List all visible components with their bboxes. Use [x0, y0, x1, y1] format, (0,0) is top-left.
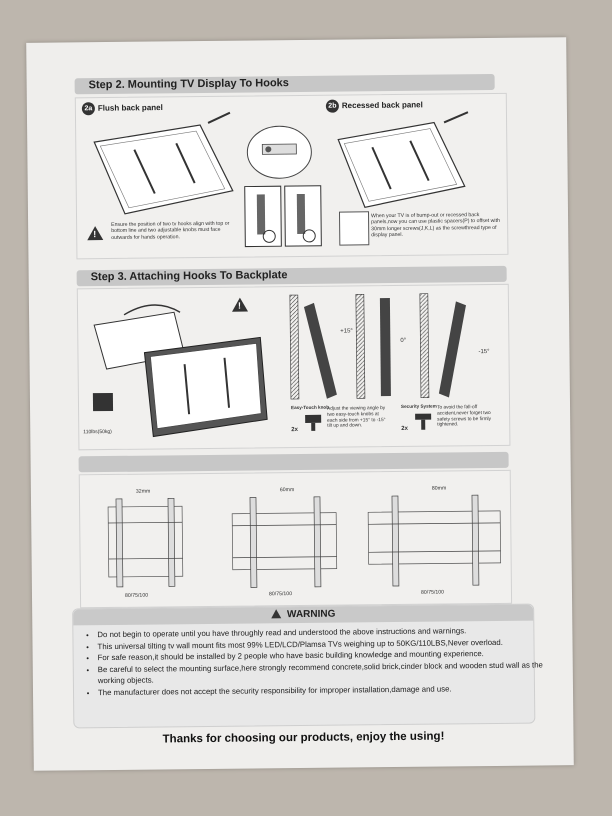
dim2-bottom: 80/75/100 [269, 591, 292, 598]
dim3-bottom: 80/75/100 [421, 590, 444, 597]
caution-icon-step3 [232, 298, 248, 312]
spacer-icon [339, 211, 369, 245]
dim1-top: 32mm [136, 489, 150, 496]
hook-alignment-illustration [243, 184, 324, 251]
knob-detail-illustration [244, 122, 315, 183]
warning-list: Do not begin to operate until you have t… [83, 624, 544, 698]
dimension-drawing-large [362, 485, 513, 597]
security-text: To avoid the fall-off accident,never for… [437, 405, 501, 429]
security-label: Security System [401, 404, 437, 411]
knob-icon [303, 413, 323, 433]
dimension-drawing-medium [220, 486, 351, 597]
step3-title: Step 3. Attaching Hooks To Backplate [91, 269, 288, 283]
warning-box: WARNING Do not begin to operate until yo… [72, 604, 535, 729]
dim2-top: 60mm [280, 487, 294, 494]
warning-title: WARNING [287, 609, 335, 621]
dim3-top: 80mm [432, 485, 446, 492]
security-qty: 2x [401, 426, 408, 432]
flush-note: Ensure the position of two tv hooks alig… [111, 221, 235, 242]
easy-touch-qty: 2x [291, 427, 298, 433]
screw-icon [413, 412, 433, 432]
angle-zero-label: 0° [400, 338, 406, 344]
weight-limit-label: 110lbs(50kg) [83, 429, 112, 436]
step3-panel: 110lbs(50kg) +15° 0° -15° Easy-Touch kno… [77, 284, 511, 451]
warning-icon [271, 609, 281, 618]
tilt-up-illustration [288, 294, 349, 405]
dimensions-header [79, 452, 509, 473]
step2-title: Step 2. Mounting TV Display To Hooks [89, 77, 289, 91]
easy-touch-text: Adjust the viewing angle by two easy-tou… [327, 406, 387, 430]
recessed-note: When your TV is of bump-out or recessed … [371, 212, 501, 239]
dimension-drawing-small [88, 488, 199, 599]
step-2b-badge: 2b [326, 100, 339, 113]
step3-header: Step 3. Attaching Hooks To Backplate [77, 266, 507, 287]
thanks-message: Thanks for choosing our products, enjoy … [33, 729, 573, 747]
warning-header: WARNING [73, 605, 533, 626]
dimensions-panel: 32mm 80/75/100 60mm 80/75/100 80mm 80/75… [79, 470, 512, 609]
angle-minus-label: -15° [478, 349, 489, 356]
step2-header: Step 2. Mounting TV Display To Hooks [75, 74, 495, 94]
step-2a-badge: 2a [82, 102, 95, 115]
caution-icon [87, 226, 103, 240]
dim1-bottom: 80/75/100 [125, 593, 148, 600]
hooking-tv-illustration [84, 293, 276, 445]
tilt-neutral-illustration [354, 294, 415, 405]
angle-plus-label: +15° [340, 328, 353, 335]
easy-touch-label: Easy-Touch knob [291, 405, 329, 412]
flush-tv-illustration [90, 121, 241, 233]
